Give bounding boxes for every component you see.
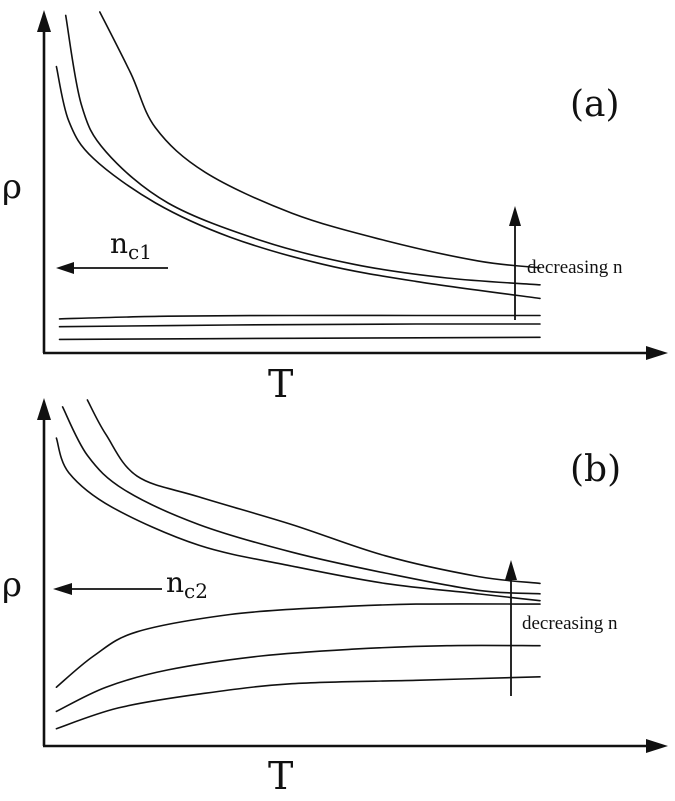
x-axis-arrowhead-a <box>646 346 668 360</box>
curve-b-5 <box>55 644 541 713</box>
panel-a: ρ T (a) nc1 decreasing n <box>2 10 668 406</box>
xlabel-a: T <box>268 362 293 406</box>
panel-label-b: (b) <box>570 449 621 490</box>
nc1-arrowhead <box>56 262 74 274</box>
curve-b-6 <box>55 676 541 730</box>
nc2-arrowhead <box>53 583 72 595</box>
curves-a <box>55 11 541 341</box>
curve-a-1 <box>99 11 541 269</box>
ylabel-a: ρ <box>2 167 22 207</box>
curves-b <box>55 399 541 730</box>
curve-a-4 <box>58 314 541 320</box>
x-axis-arrowhead-b <box>646 739 668 753</box>
ylabel-b: ρ <box>2 565 22 605</box>
nc1-base: n <box>110 227 128 260</box>
nc2-base: n <box>166 566 184 599</box>
curve-a-5 <box>58 323 541 328</box>
curve-b-2 <box>61 406 541 595</box>
y-axis-arrowhead-b <box>37 398 51 420</box>
curve-a-3 <box>55 65 541 300</box>
decreasing-n-arrowhead-a <box>509 206 521 226</box>
nc2-subscript: c2 <box>184 579 208 603</box>
panel-b: ρ T (b) nc2 decreasing n <box>2 398 668 798</box>
curve-a-6 <box>58 336 541 341</box>
panel-label-a: (a) <box>570 84 620 125</box>
xlabel-b: T <box>268 754 293 798</box>
y-axis-arrowhead-a <box>37 10 51 32</box>
decreasing-n-label-a: decreasing n <box>527 257 623 278</box>
nc2-label: nc2 <box>166 566 208 603</box>
curve-b-3 <box>55 437 541 602</box>
nc1-subscript: c1 <box>128 240 152 264</box>
nc1-label: nc1 <box>110 227 152 264</box>
decreasing-n-label-b: decreasing n <box>522 613 618 634</box>
decreasing-n-arrowhead-b <box>505 560 517 580</box>
curve-b-4 <box>55 603 541 688</box>
curve-b-1 <box>86 399 541 585</box>
curve-a-2 <box>64 14 541 286</box>
